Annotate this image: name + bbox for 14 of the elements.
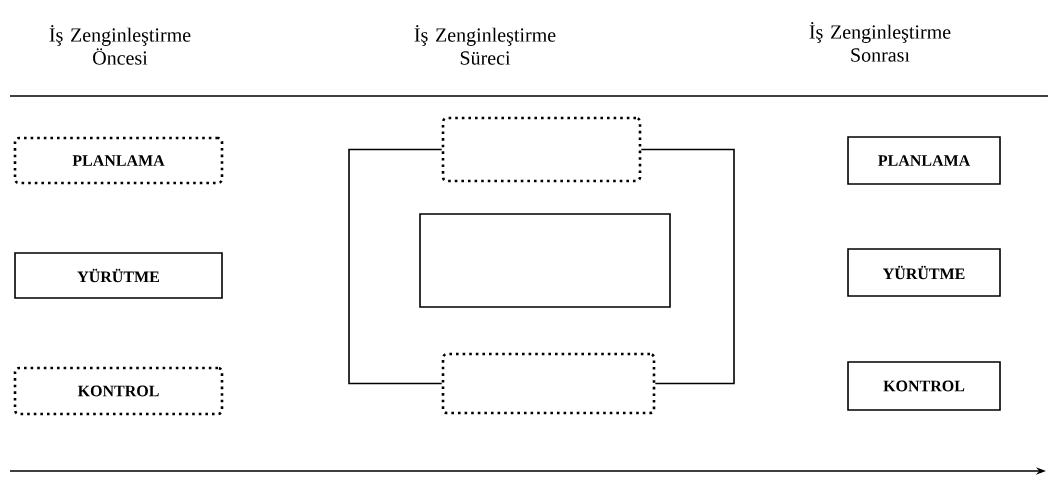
process-box: KONTROL — [847, 361, 1001, 411]
process-box: YÜRÜTME — [14, 252, 223, 299]
column-heading: İş Zenginleştirme Öncesi — [49, 25, 191, 65]
empty-box — [441, 352, 656, 415]
empty-box — [419, 213, 671, 308]
process-box: YÜRÜTME — [847, 248, 1001, 297]
process-box: KONTROL — [13, 366, 224, 416]
process-box: PLANLAMA — [13, 136, 224, 185]
column-heading: İş Zenginleştirme Süreci — [414, 25, 556, 65]
connector-line — [348, 148, 443, 385]
process-box: PLANLAMA — [847, 136, 1001, 185]
connector-line — [640, 148, 735, 385]
column-heading: İş Zenginleştirme Sonrası — [809, 22, 951, 62]
empty-box — [441, 116, 642, 183]
